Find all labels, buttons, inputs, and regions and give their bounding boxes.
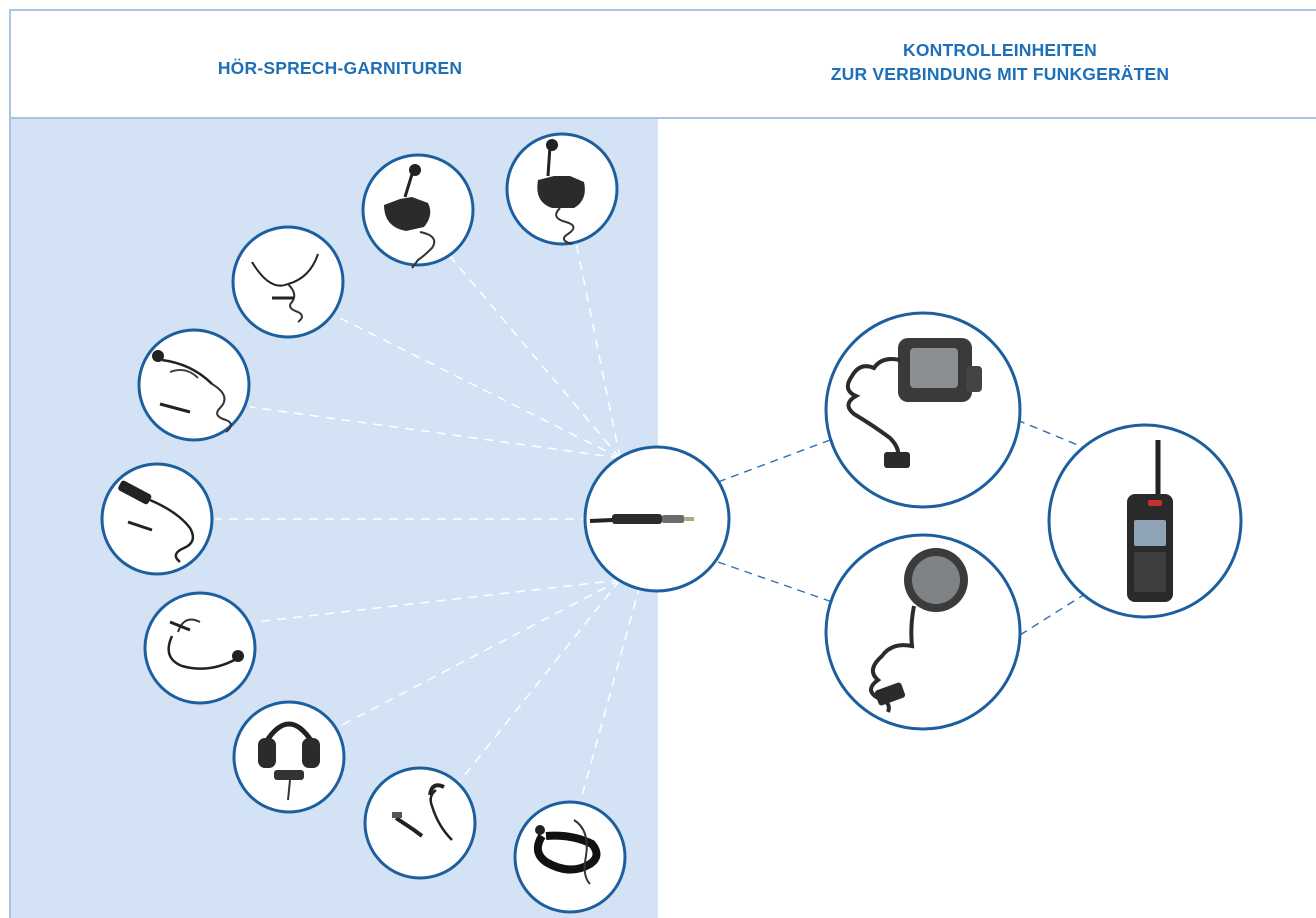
line-speaker-mic-round-radio [1019, 593, 1086, 636]
line-hub-headset-neckband [579, 584, 641, 804]
header-divider [11, 117, 1316, 119]
line-hub-headset-helmet-clip [448, 254, 621, 459]
line-hub-speaker-mic-round [717, 561, 839, 605]
line-hub-speaker-mic-display [717, 436, 839, 483]
line-hub-headset-ear-defender [341, 579, 621, 726]
line-hub-headset-earpiece [452, 579, 621, 791]
connector-cable-icon [583, 445, 731, 593]
line-hub-headset-coiled-boom [255, 579, 621, 623]
headsets-heading: HÖR-SPRECH-GARNITUREN [60, 56, 620, 80]
line-hub-headset-helmet-mount [574, 236, 621, 459]
headset-ear-defender-icon [232, 700, 346, 814]
headset-y-cable-icon [231, 225, 345, 339]
headset-helmet-clip-icon [361, 153, 475, 269]
headset-helmet-mount-icon [505, 132, 619, 246]
headset-inline-ptt-icon [100, 462, 214, 576]
speaker-mic-round-icon [824, 533, 1022, 731]
headsets-heading-text: HÖR-SPRECH-GARNITUREN [217, 58, 463, 78]
control-units-heading-line2: ZUR VERBINDUNG MIT FUNKGERÄTEN [830, 64, 1170, 84]
headset-coiled-boom-icon [143, 591, 257, 705]
speaker-mic-display-icon [824, 311, 1022, 509]
control-units-heading-line1: KONTROLLEINHEITEN [903, 40, 1097, 60]
connection-lines [215, 236, 1086, 804]
headset-earpiece-icon [363, 766, 477, 880]
headset-boom-mic-icon [137, 328, 251, 442]
handheld-radio-icon [1047, 423, 1243, 619]
control-units-heading: KONTROLLEINHEITEN ZUR VERBINDUNG MIT FUN… [700, 38, 1300, 86]
line-hub-headset-y-cable [339, 317, 621, 459]
line-hub-headset-boom-mic [249, 406, 621, 459]
line-speaker-mic-display-radio [1016, 419, 1086, 449]
headset-neckband-icon [513, 800, 627, 914]
